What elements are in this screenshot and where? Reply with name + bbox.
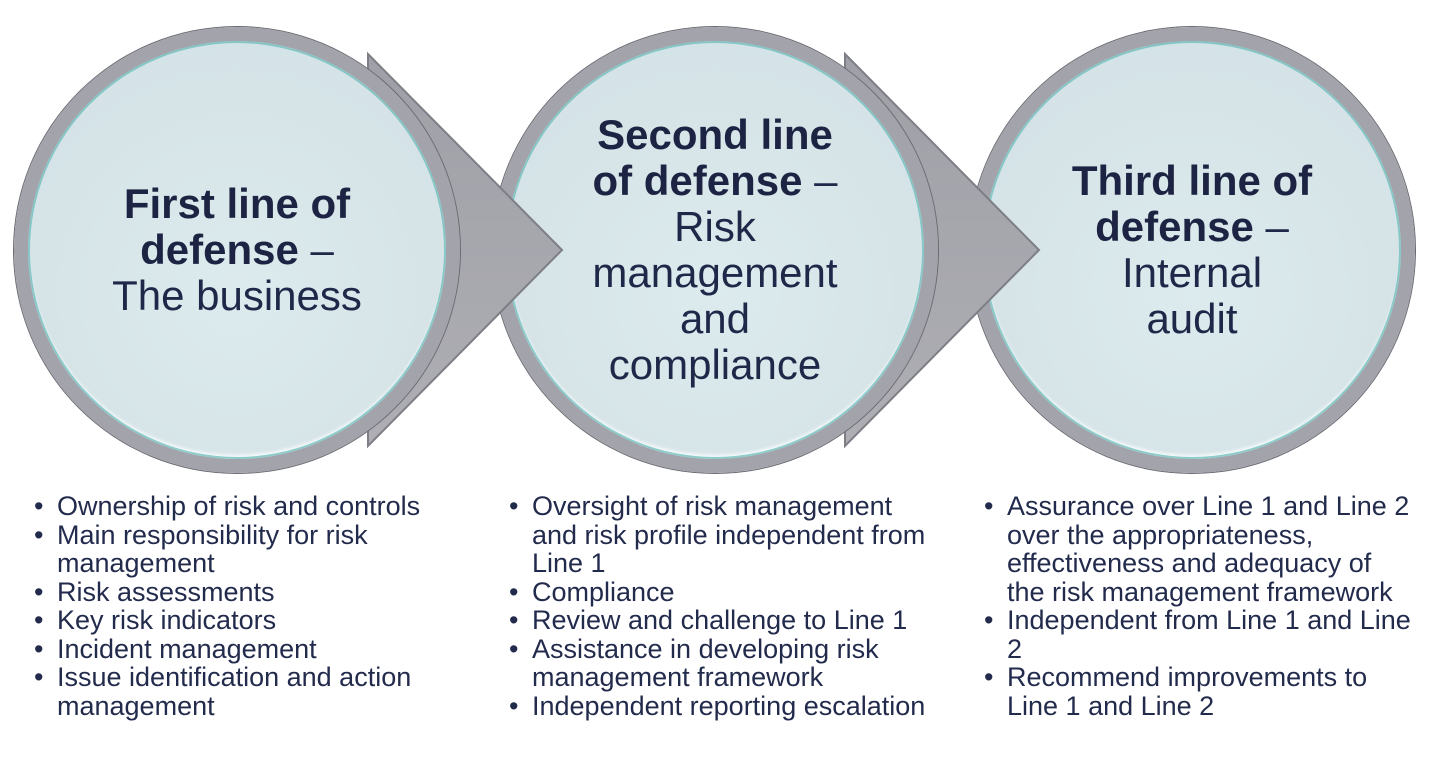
second-line-bullet-list: Oversight of risk management and risk pr… [508, 492, 932, 720]
title-line: Third line of [1071, 157, 1313, 204]
list-item: Recommend improvements to Line 1 and Lin… [983, 663, 1415, 720]
list-item: Incident management [33, 634, 497, 664]
list-item: Independent reporting escalation [508, 691, 932, 721]
title-line: Risk [674, 203, 756, 250]
list-item: Key risk indicators [33, 606, 497, 635]
list-item: Review and challenge to Line 1 [508, 606, 932, 635]
title-line: Internal [1121, 249, 1263, 296]
first-line-bullet-list: Ownership of risk and controls Main resp… [33, 492, 497, 720]
circle-title-second-line: Second line of defense – Risk management… [592, 112, 837, 388]
circle-title-first-line: First line of defense – The business [112, 181, 362, 319]
list-item: Compliance [508, 577, 932, 607]
list-item: Risk assessments [33, 577, 497, 607]
circle-second-line: Second line of defense – Risk management… [492, 27, 938, 473]
circle-first-line: First line of defense – The business [14, 27, 460, 473]
circle-title-third-line: Third line of defense – Internal audit [1072, 158, 1312, 342]
title-line: defense – [1095, 203, 1289, 250]
title-line: Second line [597, 111, 833, 158]
title-line: First line of [123, 180, 351, 227]
list-item: Main responsibility for risk management [33, 520, 497, 578]
title-line: of defense – [592, 157, 838, 204]
title-line: The business [112, 272, 362, 319]
list-item: Assistance in developing risk management… [508, 634, 932, 692]
list-item: Oversight of risk management and risk pr… [508, 492, 932, 578]
list-item: Ownership of risk and controls [33, 492, 497, 521]
title-line: and [679, 295, 751, 342]
list-item: Assurance over Line 1 and Line 2 over th… [983, 492, 1415, 606]
title-line: audit [1146, 295, 1238, 342]
list-item: Issue identification and action manageme… [33, 663, 497, 720]
title-line: defense – [140, 226, 334, 273]
list-item: Independent from Line 1 and Line 2 [983, 606, 1415, 663]
title-line: management [592, 249, 838, 296]
third-line-bullet-list: Assurance over Line 1 and Line 2 over th… [983, 492, 1415, 720]
title-line: compliance [608, 341, 822, 388]
